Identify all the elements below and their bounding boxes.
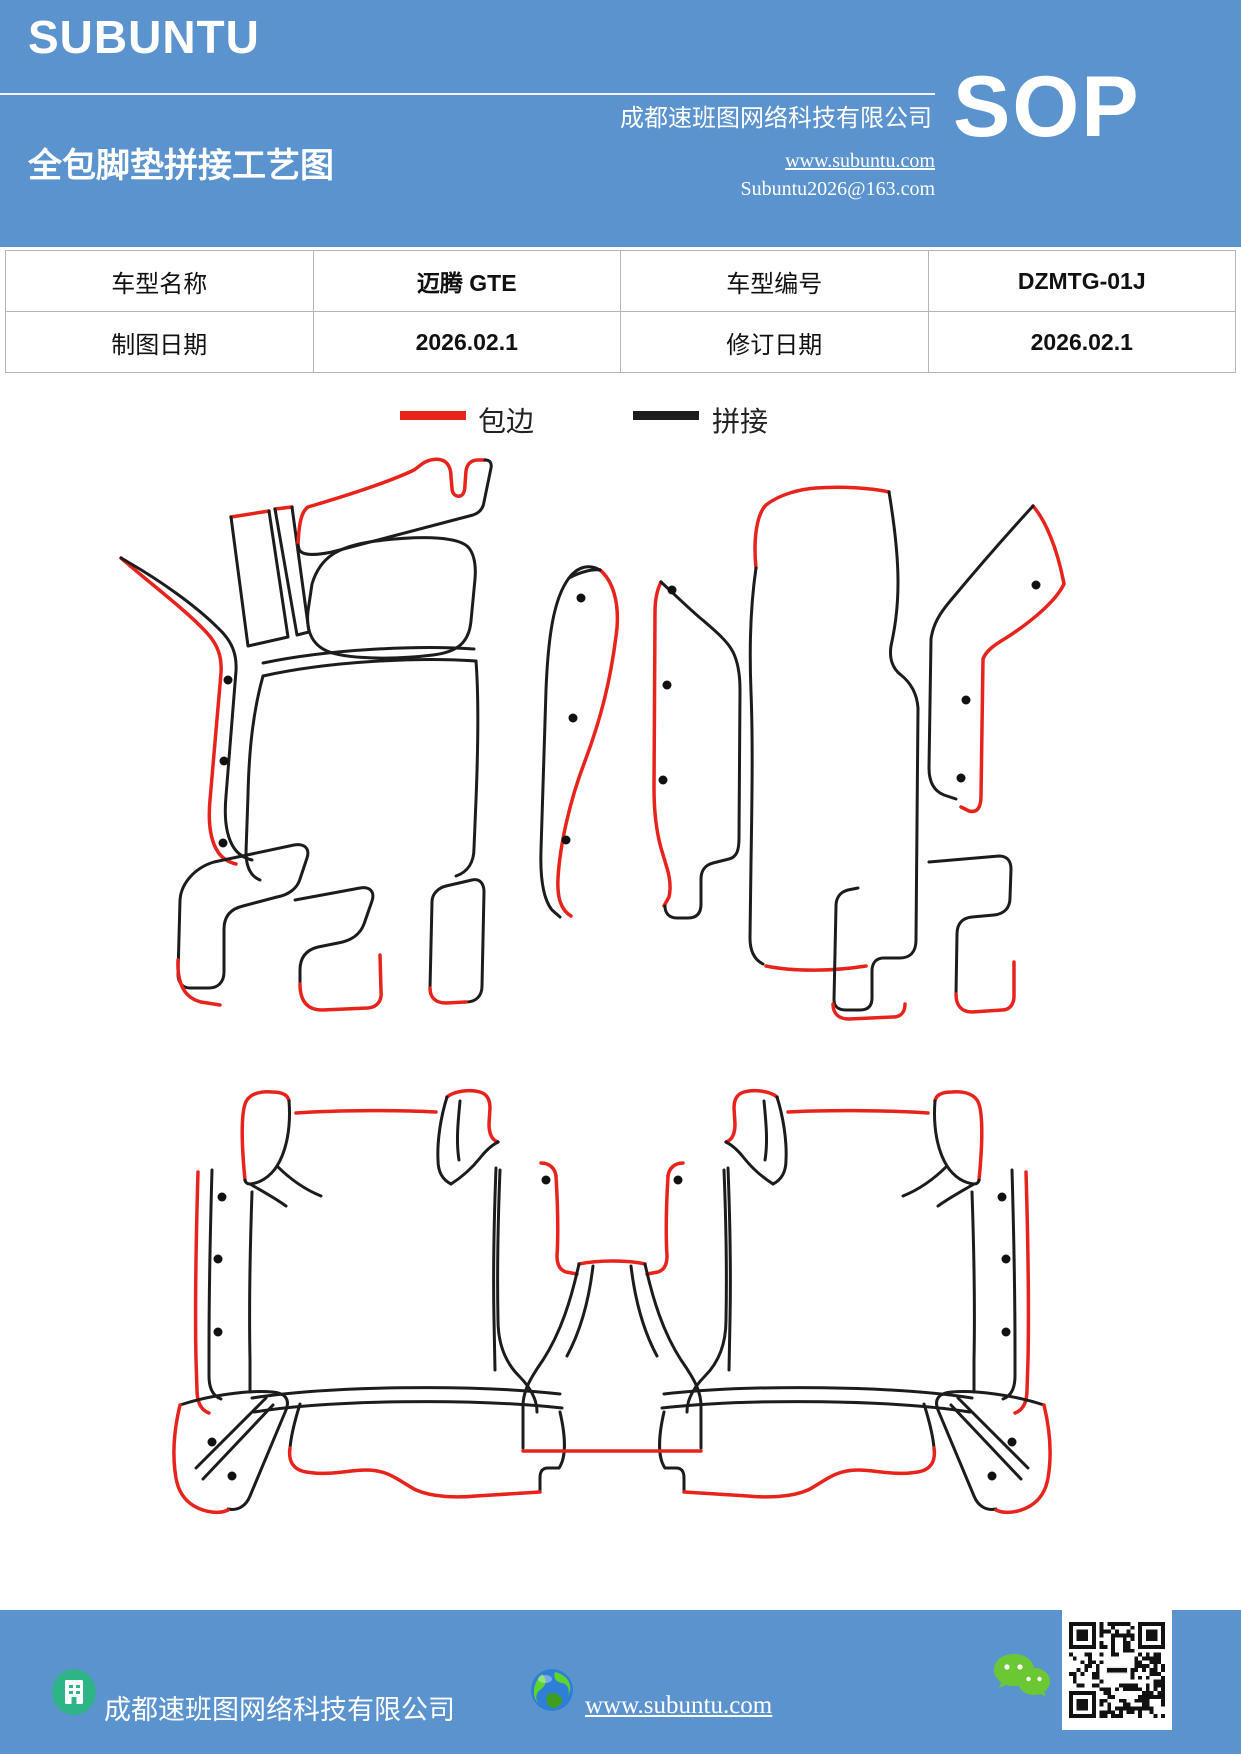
front-mats-diagram xyxy=(119,457,1066,1021)
revise-date-label: 修订日期 xyxy=(620,311,929,373)
footer-website-link[interactable]: www.subuntu.com xyxy=(585,1692,773,1719)
header-website-link[interactable]: www.subuntu.com xyxy=(785,150,935,172)
legend: 包边 拼接 xyxy=(0,398,1241,438)
rear-mats-diagram xyxy=(172,1088,1052,1515)
header-email: Subuntu2026@163.com xyxy=(740,178,935,200)
wechat-icon xyxy=(994,1654,1050,1697)
edge-binding-label: 包边 xyxy=(478,407,535,438)
footer-company-name: 成都速班图网络科技有限公司 xyxy=(104,1695,455,1725)
header-divider xyxy=(0,93,935,95)
vehicle-info-table: 车型名称 迈腾 GTE 车型编号 DZMTG-01J 制图日期 2026.02.… xyxy=(5,250,1236,373)
brand-logo: SUBUNTU xyxy=(28,11,260,63)
header: SUBUNTU 全包脚垫拼接工艺图 成都速班图网络科技有限公司 SOP www.… xyxy=(0,0,1241,247)
draw-date-value: 2026.02.1 xyxy=(312,311,621,373)
draw-date-label: 制图日期 xyxy=(5,311,314,373)
model-name-value: 迈腾 GTE xyxy=(312,250,621,312)
qr-code-image xyxy=(1069,1622,1165,1718)
globe-icon xyxy=(531,1669,573,1711)
model-code-value: DZMTG-01J xyxy=(927,250,1236,312)
splice-label: 拼接 xyxy=(712,407,769,438)
header-company-name: 成都速班图网络科技有限公司 xyxy=(620,106,932,132)
edge-binding-swatch xyxy=(400,411,466,420)
splice-swatch xyxy=(633,411,699,420)
sop-badge: SOP xyxy=(953,59,1141,155)
model-code-label: 车型编号 xyxy=(620,250,929,312)
revise-date-value: 2026.02.1 xyxy=(927,311,1236,373)
model-name-label: 车型名称 xyxy=(5,250,314,312)
table-row: 车型名称 迈腾 GTE 车型编号 DZMTG-01J xyxy=(5,250,1236,312)
footer xyxy=(0,1610,1241,1754)
building-icon xyxy=(52,1669,96,1715)
table-row: 制图日期 2026.02.1 修订日期 2026.02.1 xyxy=(5,311,1236,373)
page-title: 全包脚垫拼接工艺图 xyxy=(28,147,334,185)
qr-code xyxy=(1062,1610,1172,1730)
